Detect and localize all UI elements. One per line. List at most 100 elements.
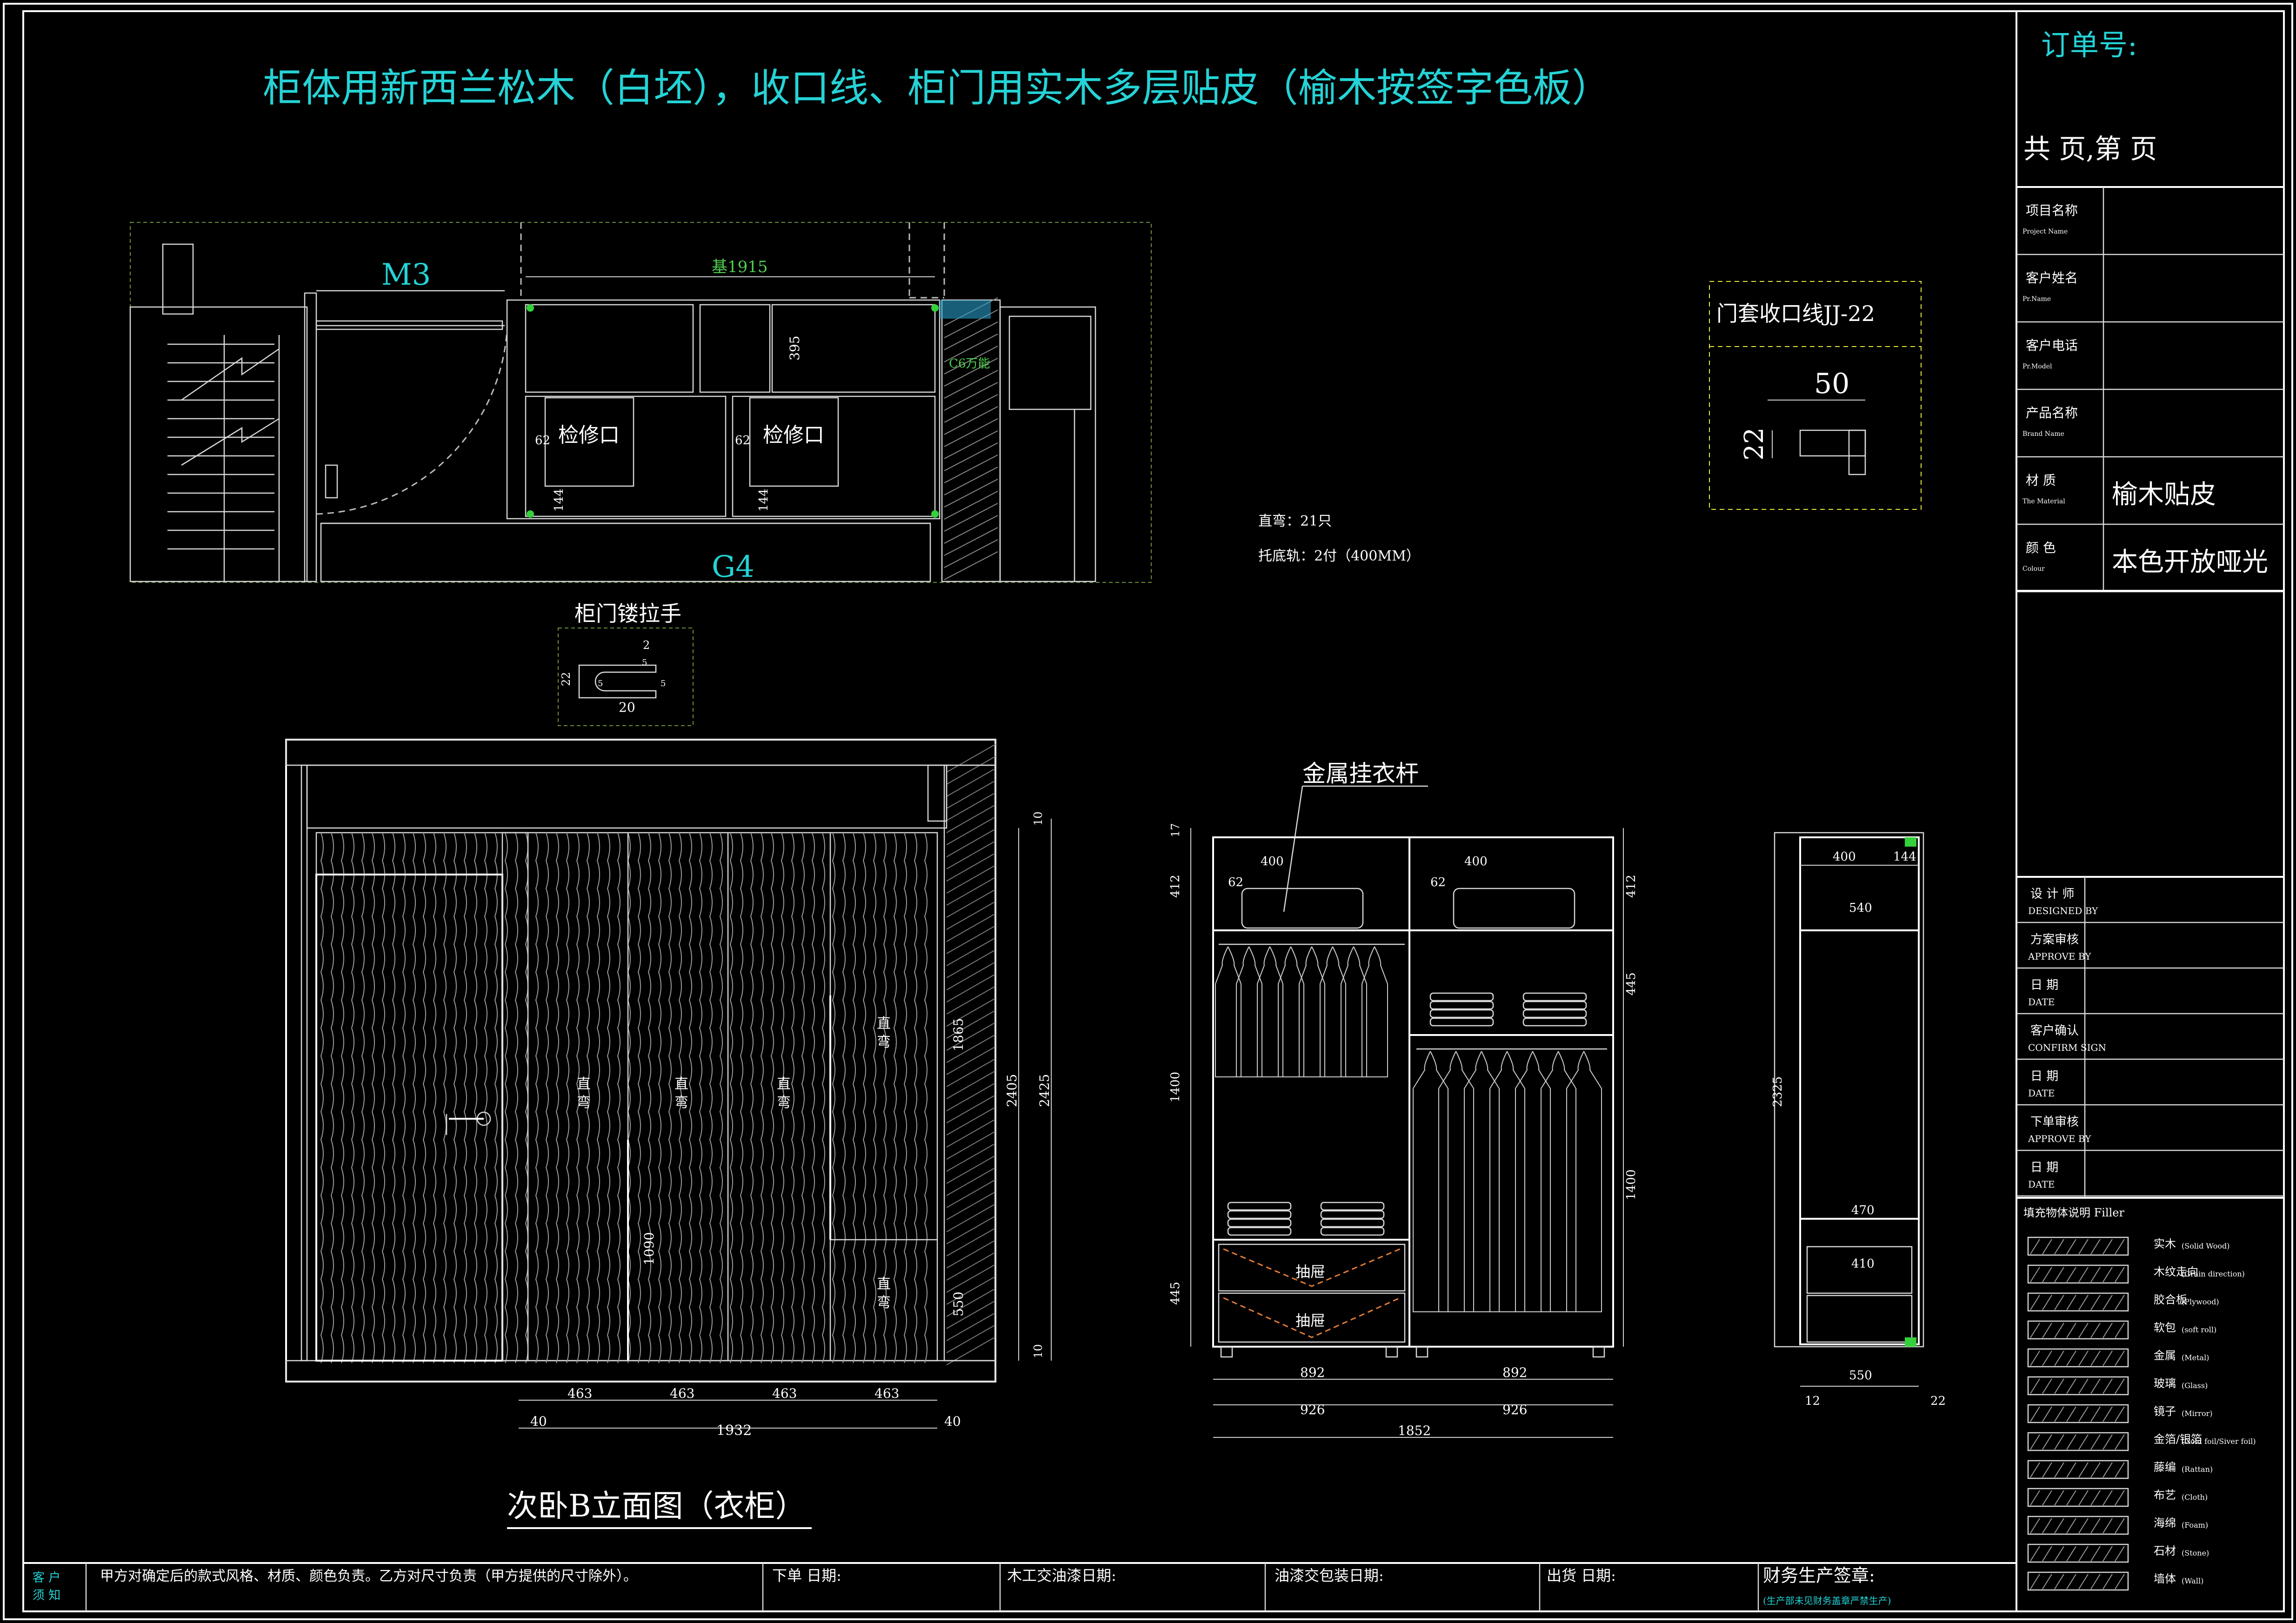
door-label-2b: 弯	[674, 1095, 688, 1111]
rod-label: 金属挂衣杆	[1302, 760, 1419, 787]
tb-sign-label: 日 期	[2030, 1161, 2058, 1175]
note-rail: 托底轨：2付（400MM）	[1258, 548, 1420, 564]
dim-2405: 2405	[1004, 1074, 1020, 1107]
filler-item: 石材	[2154, 1544, 2176, 1557]
trim-title: 门套收口线JJ-22	[1716, 301, 1875, 326]
filler-item: 海绵	[2154, 1516, 2176, 1529]
dim-1090: 1090	[641, 1232, 657, 1265]
filler-item-en: (Rattan)	[2182, 1465, 2213, 1474]
dim-550: 550	[951, 1292, 966, 1316]
drawer-label-2: 抽屉	[1295, 1312, 1325, 1329]
plan-view: M3 G4 检修口 检修口 62 62 144 144 395 基1915 C6…	[129, 222, 1152, 584]
filler-item: 软包	[2154, 1321, 2176, 1334]
tb-row-label: 项目名称	[2026, 203, 2078, 218]
door-label-3b: 弯	[777, 1095, 791, 1111]
filler-item-en: (Gold foil/Siver foil)	[2182, 1437, 2256, 1446]
trim-detail: 门套收口线JJ-22 50 22	[1709, 281, 1922, 510]
tb-sign-label: 下单审核	[2030, 1115, 2079, 1129]
dim-10b: 10	[1032, 1344, 1045, 1358]
filler-item-en: (Mirror)	[2182, 1409, 2213, 1418]
int-d-926b: 926	[1502, 1402, 1527, 1417]
filler-item: 藤编	[2154, 1461, 2176, 1474]
filler-item: 玻璃	[2154, 1377, 2176, 1390]
filler-item-en: (soft roll)	[2182, 1325, 2216, 1334]
tb-row-label: 客户姓名	[2026, 270, 2078, 286]
handle-d-2: 2	[643, 639, 650, 652]
tb-row-label: 颜 色	[2026, 540, 2056, 555]
sec-d-470: 470	[1851, 1203, 1875, 1217]
int-d-1400a: 1400	[1168, 1072, 1182, 1102]
filler-item-en: (Foam)	[2182, 1521, 2208, 1529]
int-d-926a: 926	[1300, 1402, 1325, 1417]
tb-row-en: Brand Name	[2022, 430, 2064, 438]
tb-row-en: Pr.Model	[2022, 363, 2052, 370]
tb-sign-label: 客户确认	[2030, 1024, 2079, 1038]
dim-144b: 144	[757, 488, 771, 512]
tb-row-en: The Material	[2022, 498, 2065, 505]
tb-row-en: Colour	[2022, 565, 2045, 573]
filler-item-en: (Plywood)	[2182, 1297, 2219, 1306]
handle-title: 柜门镂拉手	[574, 601, 681, 626]
dim-2425: 2425	[1037, 1074, 1052, 1107]
filler-item: 金属	[2154, 1349, 2176, 1362]
dim-10a: 10	[1032, 811, 1045, 826]
int-d-412a: 412	[1168, 875, 1182, 898]
sec-d-550: 550	[1849, 1369, 1872, 1383]
sec-d-12: 12	[1805, 1394, 1820, 1408]
outer-frame	[3, 3, 2293, 1620]
int-d-400b: 400	[1464, 855, 1488, 868]
filler-item: 布艺	[2154, 1489, 2176, 1502]
handle-d-20: 20	[619, 700, 635, 715]
int-d-1400b: 1400	[1624, 1169, 1638, 1200]
tb-row-label: 产品名称	[2026, 405, 2078, 421]
tb-sign-label: 日 期	[2030, 978, 2058, 992]
access-port-1: 检修口	[558, 423, 620, 447]
tb-sign-en: DESIGNED BY	[2028, 905, 2098, 916]
dim-62b: 62	[735, 434, 750, 447]
handle-d-5a: 5	[598, 679, 603, 688]
tb-sign-label: 日 期	[2030, 1069, 2058, 1083]
drawing-title: 柜体用新西兰松木（白坯），收口线、柜门用实木多层贴皮（榆木按签字色板）	[263, 65, 1611, 111]
finance-sign: 财务生产签章:	[1763, 1565, 1875, 1586]
tb-sign-en: APPROVE BY	[2028, 1133, 2091, 1144]
ship-date: 出货 日期:	[1547, 1567, 1616, 1584]
dim-40-right: 40	[944, 1414, 961, 1429]
int-d-892b: 892	[1502, 1365, 1527, 1380]
dim-463-1: 463	[567, 1386, 592, 1401]
dim-1865: 1865	[951, 1018, 966, 1051]
filler-item: 墙体	[2154, 1572, 2176, 1585]
sec-d-144: 144	[1893, 850, 1916, 864]
handle-d-5b: 5	[642, 658, 647, 668]
tb-row-value: 本色开放哑光	[2112, 547, 2268, 577]
tb-sign-en: CONFIRM SIGN	[2028, 1042, 2106, 1053]
notice-text: 甲方对确定后的款式风格、材质、颜色负责。乙方对尺寸负责（甲方提供的尺寸除外）。	[100, 1568, 637, 1584]
filler-title: 填充物体说明 Filler	[2023, 1206, 2125, 1219]
elevation-view: 直 弯 直 弯 直 弯 直 弯 直 弯 1090 550 1865 2405 2…	[285, 739, 1052, 1529]
handle-d-22: 22	[560, 672, 573, 686]
filler-item-en: (Glass)	[2182, 1381, 2208, 1390]
trim-w: 50	[1814, 367, 1849, 400]
access-port-2: 检修口	[763, 423, 824, 447]
tb-sign-label: 方案审核	[2030, 933, 2079, 947]
int-d-400a: 400	[1261, 855, 1284, 868]
filler-item-en: (Wall)	[2182, 1576, 2203, 1585]
finance-note: (生产部未见财务盖章严禁生产)	[1763, 1595, 1891, 1606]
filler-item: 胶合板	[2154, 1293, 2187, 1306]
paint-date: 木工交油漆日期:	[1007, 1567, 1116, 1584]
door-label-4b: 弯	[877, 1034, 891, 1050]
trim-h: 22	[1739, 427, 1769, 461]
label-g4: G4	[712, 550, 754, 584]
order-no-label: 订单号:	[2041, 28, 2137, 62]
dim-395: 395	[787, 336, 802, 361]
int-d-445a: 445	[1168, 1282, 1182, 1305]
door-label-5b: 弯	[877, 1295, 891, 1311]
tb-sign-en: DATE	[2028, 996, 2055, 1008]
door-label-1b: 弯	[577, 1095, 591, 1111]
dim-144a: 144	[552, 488, 566, 512]
tb-sign-label: 设 计 师	[2030, 887, 2075, 901]
page-label: 共 页,第 页	[2023, 133, 2157, 165]
door-label-2: 直	[674, 1076, 688, 1092]
tb-sign-en: APPROVE BY	[2028, 951, 2091, 962]
label-m3: M3	[381, 258, 431, 292]
